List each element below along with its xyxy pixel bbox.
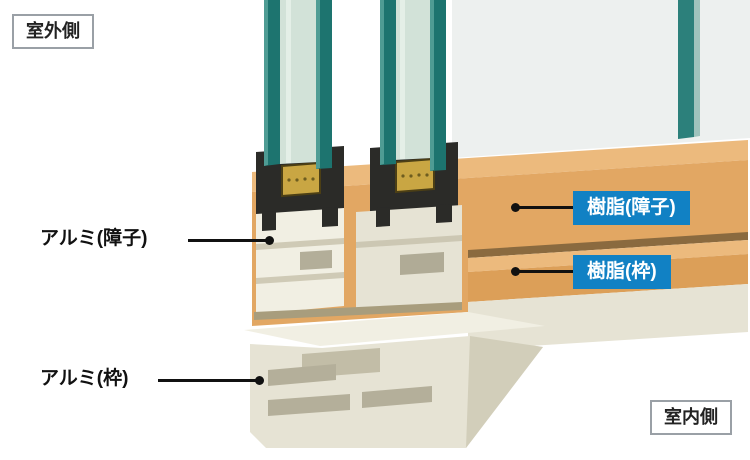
leader-dot	[255, 376, 264, 385]
leader-line-aluminum-sash	[188, 236, 274, 245]
outdoor-side-label: 室外側	[12, 14, 94, 49]
indoor-side-label: 室内側	[650, 400, 732, 435]
leader-line-aluminum-frame	[158, 376, 264, 385]
aluminum-sash-shape	[256, 204, 462, 314]
resin-frame-shape	[468, 232, 748, 350]
leader-dot	[511, 203, 520, 212]
background-glass-pane	[452, 0, 750, 158]
resin-frame-label: 樹脂(枠)	[573, 255, 671, 289]
aluminum-frame-shape	[244, 302, 545, 448]
aluminum-sash-label: アルミ(障子)	[40, 228, 148, 249]
aluminum-frame-label: アルミ(枠)	[40, 368, 129, 389]
leader-dot	[265, 236, 274, 245]
resin-sash-label: 樹脂(障子)	[573, 191, 690, 225]
leader-line-resin-sash	[511, 203, 573, 212]
leader-line-resin-frame	[511, 267, 573, 276]
glass-panes	[264, 0, 446, 171]
leader-dot	[511, 267, 520, 276]
